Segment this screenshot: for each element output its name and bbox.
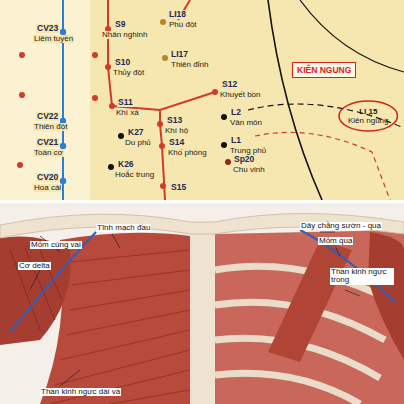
point-name: Tĩnh mạch đầu: [96, 224, 151, 232]
point-code: S12: [221, 80, 238, 89]
acupoint-panel: [19, 92, 25, 98]
point-name: Toàn cơ: [33, 149, 64, 157]
point-name: Thần kinh ngực dài và: [40, 388, 121, 396]
point-name: Khí xá: [115, 109, 140, 117]
acupoint-panel: [248, 104, 404, 128]
circled-point: LI 15Kiên ngung: [338, 100, 398, 132]
acupoint-panel: [212, 89, 218, 95]
point-code: K26: [117, 160, 135, 169]
anatomy-panel: [0, 203, 404, 404]
point-name: Thủy đột: [112, 69, 145, 77]
point-code: S15: [170, 183, 187, 192]
point-name: Phù đột: [168, 21, 198, 29]
point-name: Chu vinh: [232, 166, 266, 174]
point-code: S14: [168, 138, 185, 147]
acupoint-panel: [108, 164, 114, 170]
anatomy-panel: [215, 373, 360, 404]
node-text: Kiên ngung: [348, 116, 388, 125]
anatomy-panel: [268, 240, 352, 362]
point-code: LI17: [170, 50, 189, 59]
point-code: CV21: [36, 138, 59, 147]
point-code: L1: [230, 136, 242, 145]
node-text: LI 15: [348, 107, 388, 116]
point-name: Thần kinh ngực trong: [330, 268, 394, 285]
acupoint-panel: [221, 114, 227, 120]
acupoint-panel: [221, 142, 227, 148]
point-name: Hoa cái: [33, 184, 62, 192]
point-name: Dây chằng sườn - quạ: [300, 222, 382, 230]
acupoint-panel: [268, 0, 322, 200]
acupoint-panel: [92, 95, 98, 101]
title-box: KIÊN NGUNG: [292, 62, 356, 78]
acupoint-panel: [157, 121, 163, 127]
acupoint-panel: [92, 52, 98, 58]
anatomy-panel: [30, 232, 360, 386]
acupoint-panel: [160, 183, 166, 189]
anatomy-panel: [190, 234, 215, 404]
acupoint-panel: [162, 55, 168, 61]
point-name: Khố phòng: [167, 149, 208, 157]
acupoint-panel: [160, 19, 166, 25]
point-code: CV23: [36, 24, 59, 33]
anatomy-panel: [0, 237, 71, 346]
point-code: S11: [117, 98, 134, 107]
point-code: CV22: [36, 112, 59, 121]
panel-divider: [0, 200, 404, 203]
anatomy-panel: [10, 248, 62, 330]
point-name: Mỏm quạ: [318, 237, 353, 245]
point-code: Sp20: [233, 155, 255, 164]
acupoint-panel: [225, 159, 231, 165]
point-name: Mỏm cùng vai: [30, 241, 82, 249]
acupoint-panel: [108, 0, 215, 110]
point-name: Khuyết bồn: [219, 91, 261, 99]
anatomy-panel: [0, 214, 404, 239]
acupoint-panel: [17, 162, 23, 168]
point-code: S10: [114, 58, 131, 67]
point-name: Du phủ: [124, 139, 152, 147]
point-name: Khí hộ: [164, 127, 189, 135]
node-text: KIÊN NGUNG: [297, 65, 351, 75]
point-name: Vân môn: [229, 119, 263, 127]
acupoint-panel: [255, 132, 390, 200]
acupoint-panel: [0, 0, 404, 200]
point-code: K27: [127, 128, 145, 137]
anatomy-panel: [0, 203, 404, 404]
acupoint-panel: [0, 0, 90, 200]
point-code: LI18: [168, 10, 187, 19]
point-name: Thiên đỉnh: [170, 61, 209, 69]
point-code: L2: [230, 108, 242, 117]
anatomy-panel: [215, 230, 404, 404]
acupoint-panel: [105, 64, 111, 70]
circle-outline: [339, 101, 397, 131]
acupoint-panel: [0, 0, 404, 200]
point-code: CV20: [36, 173, 59, 182]
point-name: Thiên đột: [33, 123, 68, 131]
point-name: Cơ delta: [18, 262, 51, 270]
point-code: S13: [166, 116, 183, 125]
point-name: Nhân nghinh: [101, 31, 148, 39]
acupoint-panel: [159, 143, 165, 149]
point-code: S9: [114, 20, 126, 29]
anatomy-panel: [368, 232, 404, 360]
anatomy-panel: [50, 250, 190, 404]
point-name: Hoắc trung: [114, 171, 155, 179]
acupoint-panel: [19, 52, 25, 58]
anatomy-panel: [10, 232, 96, 332]
point-name: Liêm tuyền: [33, 35, 74, 43]
